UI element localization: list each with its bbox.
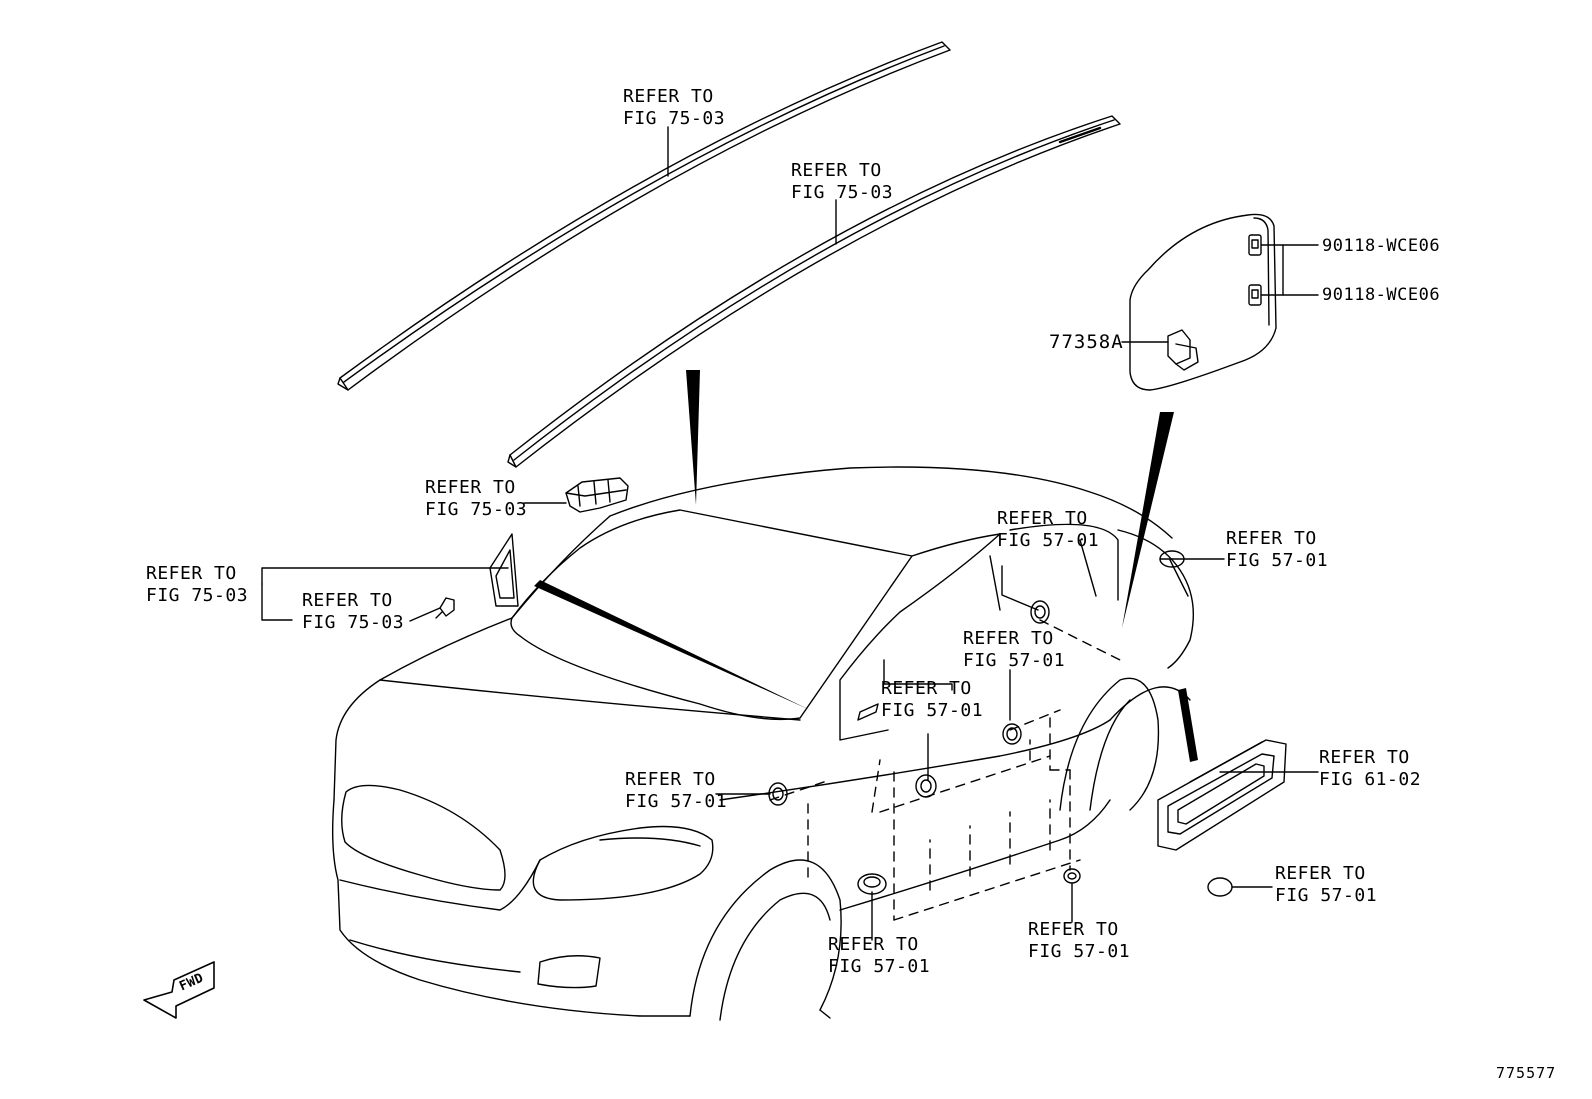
- callout-line: FIG 57-01: [963, 650, 1066, 671]
- plug-rear-rocker-icon[interactable]: [1064, 869, 1080, 883]
- part-number-bumper-upper[interactable]: 90118-WCE06: [1322, 236, 1441, 256]
- callout-line: REFER TO: [425, 477, 516, 498]
- fuel-lid-bumper-icon-lower: [1249, 285, 1261, 305]
- callout-line: FIG 57-01: [625, 791, 728, 812]
- plug-fender-icon[interactable]: [769, 783, 787, 805]
- callout-line: FIG 75-03: [146, 585, 249, 606]
- car-body: [333, 467, 1194, 1020]
- callout-outlet-duct: REFER TO FIG 61-02: [1319, 747, 1421, 791]
- plug-rear-pillar-icon[interactable]: [1031, 601, 1049, 623]
- callout-line: FIG 75-03: [302, 612, 405, 633]
- callout-line: FIG 57-01: [828, 956, 931, 977]
- callout-line: FIG 75-03: [425, 499, 528, 520]
- callout-roof-clip: REFER TO FIG 75-03: [425, 477, 527, 521]
- callout-quarter-window-group: REFER TO FIG 75-03: [146, 563, 248, 607]
- callout-line: REFER TO: [623, 86, 714, 107]
- plug-front-pillar-icon[interactable]: [916, 775, 936, 797]
- callout-line: FIG 57-01: [1226, 550, 1329, 571]
- callout-rear-fender-plug: REFER TO FIG 57-01: [1226, 528, 1328, 572]
- fuel-lid-bumper-icon-upper: [1249, 235, 1261, 255]
- plug-loose-icon[interactable]: [1208, 878, 1232, 896]
- callout-rear-rocker-plug: REFER TO FIG 57-01: [1028, 919, 1130, 963]
- plug-rear-fender-icon[interactable]: [1160, 551, 1184, 567]
- plug-front-rocker-icon[interactable]: [858, 874, 886, 894]
- callout-quarter-window-clip: REFER TO FIG 75-03: [302, 590, 404, 634]
- part-number-fuel-lid[interactable]: 77358A: [1049, 331, 1124, 353]
- fuel-lid-hinge-icon: [1168, 330, 1198, 370]
- callout-line: REFER TO: [1319, 747, 1410, 768]
- callout-roof-molding-right: REFER TO FIG 75-03: [791, 160, 893, 204]
- roof-clip-part[interactable]: [566, 478, 628, 512]
- callout-line: REFER TO: [1226, 528, 1317, 549]
- callout-line: REFER TO: [963, 628, 1054, 649]
- callout-front-fender-plug: REFER TO FIG 57-01: [625, 769, 727, 813]
- callout-line: REFER TO: [146, 563, 237, 584]
- callout-line: FIG 61-02: [1319, 769, 1422, 790]
- quarter-window-molding[interactable]: [490, 534, 518, 606]
- callout-line: REFER TO: [881, 678, 972, 699]
- part-number-bumper-lower[interactable]: 90118-WCE06: [1322, 285, 1441, 305]
- callout-line: REFER TO: [302, 590, 393, 611]
- callout-line: FIG 57-01: [997, 530, 1100, 551]
- quarter-window-clip-icon: [436, 598, 454, 618]
- callout-line: FIG 57-01: [881, 700, 984, 721]
- fuel-lid-panel[interactable]: [1130, 214, 1276, 390]
- callout-loose-plug: REFER TO FIG 57-01: [1275, 863, 1377, 907]
- callout-line: REFER TO: [625, 769, 716, 790]
- fuel-lid-leaders: [1122, 245, 1318, 342]
- callout-line: FIG 57-01: [1275, 885, 1378, 906]
- fwd-arrow-icon: [144, 962, 214, 1018]
- locator-wedges: [534, 370, 1198, 762]
- callout-line: FIG 75-03: [791, 182, 894, 203]
- roof-molding-left[interactable]: [338, 42, 950, 390]
- figure-id: 775577: [1496, 1064, 1557, 1082]
- dashed-locators: [770, 620, 1120, 920]
- callout-line: FIG 57-01: [1028, 941, 1131, 962]
- callout-line: REFER TO: [791, 160, 882, 181]
- callout-line: REFER TO: [1028, 919, 1119, 940]
- leader-lines: [262, 127, 1318, 940]
- callout-pillar-plug-rear: REFER TO FIG 57-01: [997, 508, 1099, 552]
- callout-pillar-plug-front: REFER TO FIG 57-01: [881, 678, 983, 722]
- callout-front-rocker-plug: REFER TO FIG 57-01: [828, 934, 930, 978]
- callout-line: REFER TO: [1275, 863, 1366, 884]
- outlet-duct-part[interactable]: [1158, 740, 1286, 850]
- callout-line: REFER TO: [997, 508, 1088, 529]
- callout-rocker-plug-mid: REFER TO FIG 57-01: [963, 628, 1065, 672]
- roof-molding-right[interactable]: [508, 116, 1120, 467]
- callout-line: FIG 75-03: [623, 108, 726, 129]
- callout-line: REFER TO: [828, 934, 919, 955]
- callout-roof-molding-left: REFER TO FIG 75-03: [623, 86, 725, 130]
- plug-door-icon[interactable]: [1003, 724, 1021, 744]
